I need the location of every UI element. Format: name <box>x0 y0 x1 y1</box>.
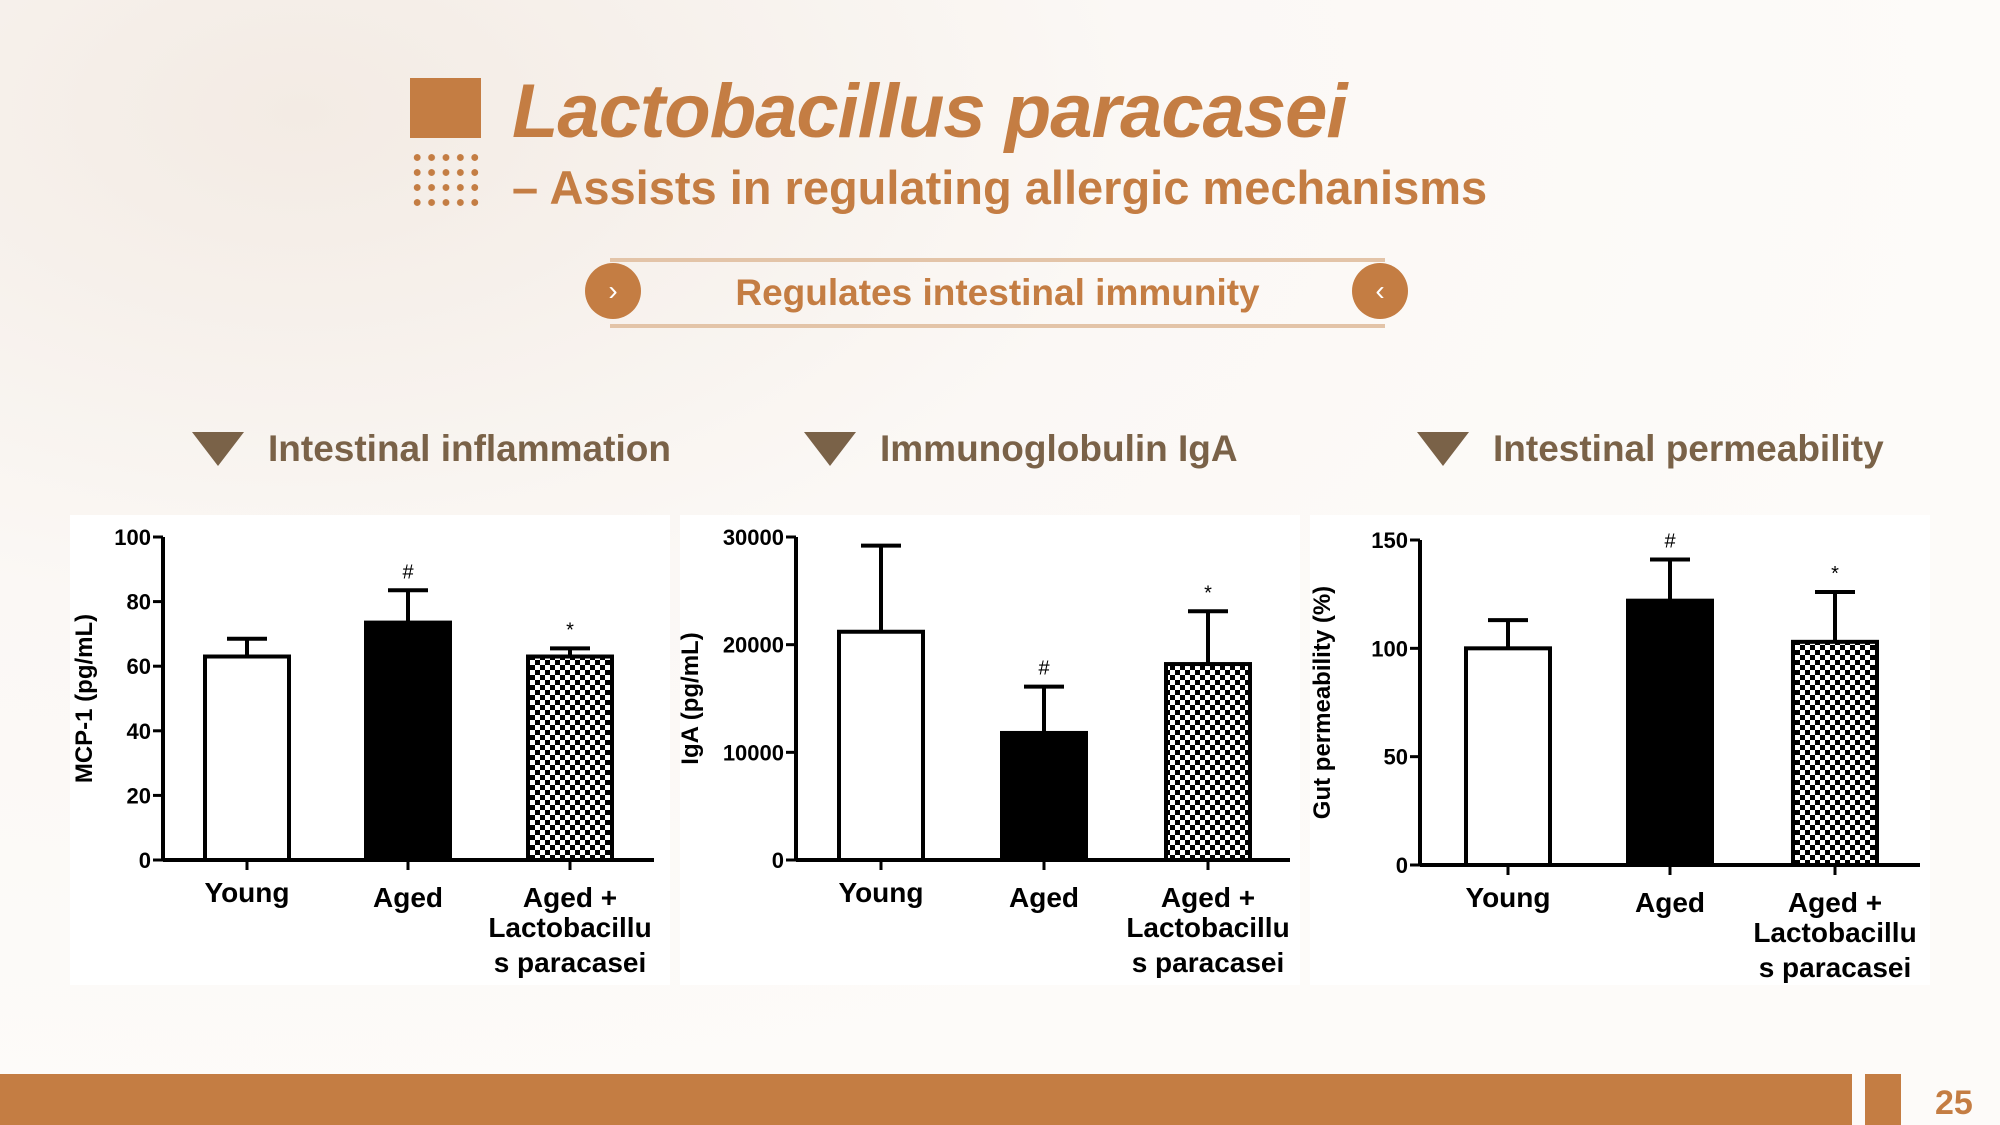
chevron-left-icon: ‹ <box>1352 263 1408 319</box>
bar-1 <box>1464 646 1552 867</box>
significance-marker: * <box>1831 563 1839 585</box>
y-axis-label: IgA (pg/mL) <box>680 632 704 764</box>
bar-2 <box>364 620 452 862</box>
bar-3 <box>1164 662 1252 862</box>
significance-marker: * <box>1204 582 1212 604</box>
significance-marker: # <box>1038 658 1050 680</box>
section-label: Intestinal inflammation <box>268 428 671 469</box>
x-category-label: s paracasei <box>1759 952 1912 983</box>
title-square-decoration <box>410 78 481 138</box>
x-category-label: Young <box>204 877 289 908</box>
footer-block <box>1865 1074 1901 1125</box>
x-category-label: Lactobacillu <box>488 912 651 943</box>
page-subtitle: – Assists in regulating allergic mechani… <box>512 161 1488 214</box>
y-axis-label: MCP-1 (pg/mL) <box>71 614 98 783</box>
banner-label: Regulates intestinal immunity <box>735 272 1260 313</box>
x-category-label: Lactobacillu <box>1753 917 1916 948</box>
page-number: 25 <box>1935 1084 1973 1122</box>
y-tick-label: 100 <box>114 525 151 550</box>
y-tick-label: 0 <box>139 848 151 873</box>
section-heading-inflammation: Intestinal inflammation <box>192 428 671 470</box>
x-category-label: Aged + <box>523 882 617 913</box>
section-label: Immunoglobulin IgA <box>880 428 1238 469</box>
triangle-down-icon <box>1417 432 1469 466</box>
significance-marker: # <box>402 561 414 583</box>
x-category-label: s paracasei <box>1132 947 1285 978</box>
y-tick-label: 40 <box>127 719 151 744</box>
bar-1 <box>837 629 925 862</box>
y-tick-label: 80 <box>127 590 151 615</box>
x-category-label: Young <box>1465 882 1550 913</box>
y-tick-label: 60 <box>127 654 151 679</box>
y-tick-label: 0 <box>772 848 784 873</box>
y-tick-label: 150 <box>1371 528 1408 553</box>
y-tick-label: 0 <box>1396 853 1408 878</box>
y-tick-label: 20000 <box>723 633 784 658</box>
x-category-label: s paracasei <box>494 947 647 978</box>
page-title: Lactobacillus paracasei <box>512 69 1348 154</box>
bar-2 <box>1000 730 1088 863</box>
x-category-label: Aged <box>373 882 443 913</box>
section-label: Intestinal permeability <box>1493 428 1884 469</box>
chevron-right-icon: › <box>585 263 641 319</box>
y-tick-label: 100 <box>1371 636 1408 661</box>
bar-2 <box>1626 598 1714 868</box>
banner: Regulates intestinal immunity <box>610 258 1385 328</box>
x-category-label: Aged + <box>1161 882 1255 913</box>
triangle-down-icon <box>804 432 856 466</box>
y-tick-label: 20 <box>127 783 151 808</box>
significance-marker: * <box>566 619 574 641</box>
section-heading-iga: Immunoglobulin IgA <box>804 428 1238 470</box>
bar-3 <box>1791 639 1879 868</box>
y-axis-label: Gut permeability (%) <box>1310 586 1336 819</box>
x-category-label: Lactobacillu <box>1126 912 1289 943</box>
y-tick-label: 10000 <box>723 740 784 765</box>
y-tick-label: 50 <box>1384 745 1408 770</box>
x-category-label: Aged <box>1635 887 1705 918</box>
bar-3 <box>526 654 614 862</box>
x-category-label: Aged <box>1009 882 1079 913</box>
y-tick-label: 30000 <box>723 525 784 550</box>
triangle-down-icon <box>192 432 244 466</box>
significance-marker: # <box>1664 531 1676 553</box>
footer-bar <box>0 1074 1852 1125</box>
x-category-label: Young <box>838 877 923 908</box>
section-heading-permeability: Intestinal permeability <box>1417 428 1884 470</box>
dot-grid-decoration <box>410 150 482 210</box>
x-category-label: Aged + <box>1788 887 1882 918</box>
bar-1 <box>203 654 291 862</box>
